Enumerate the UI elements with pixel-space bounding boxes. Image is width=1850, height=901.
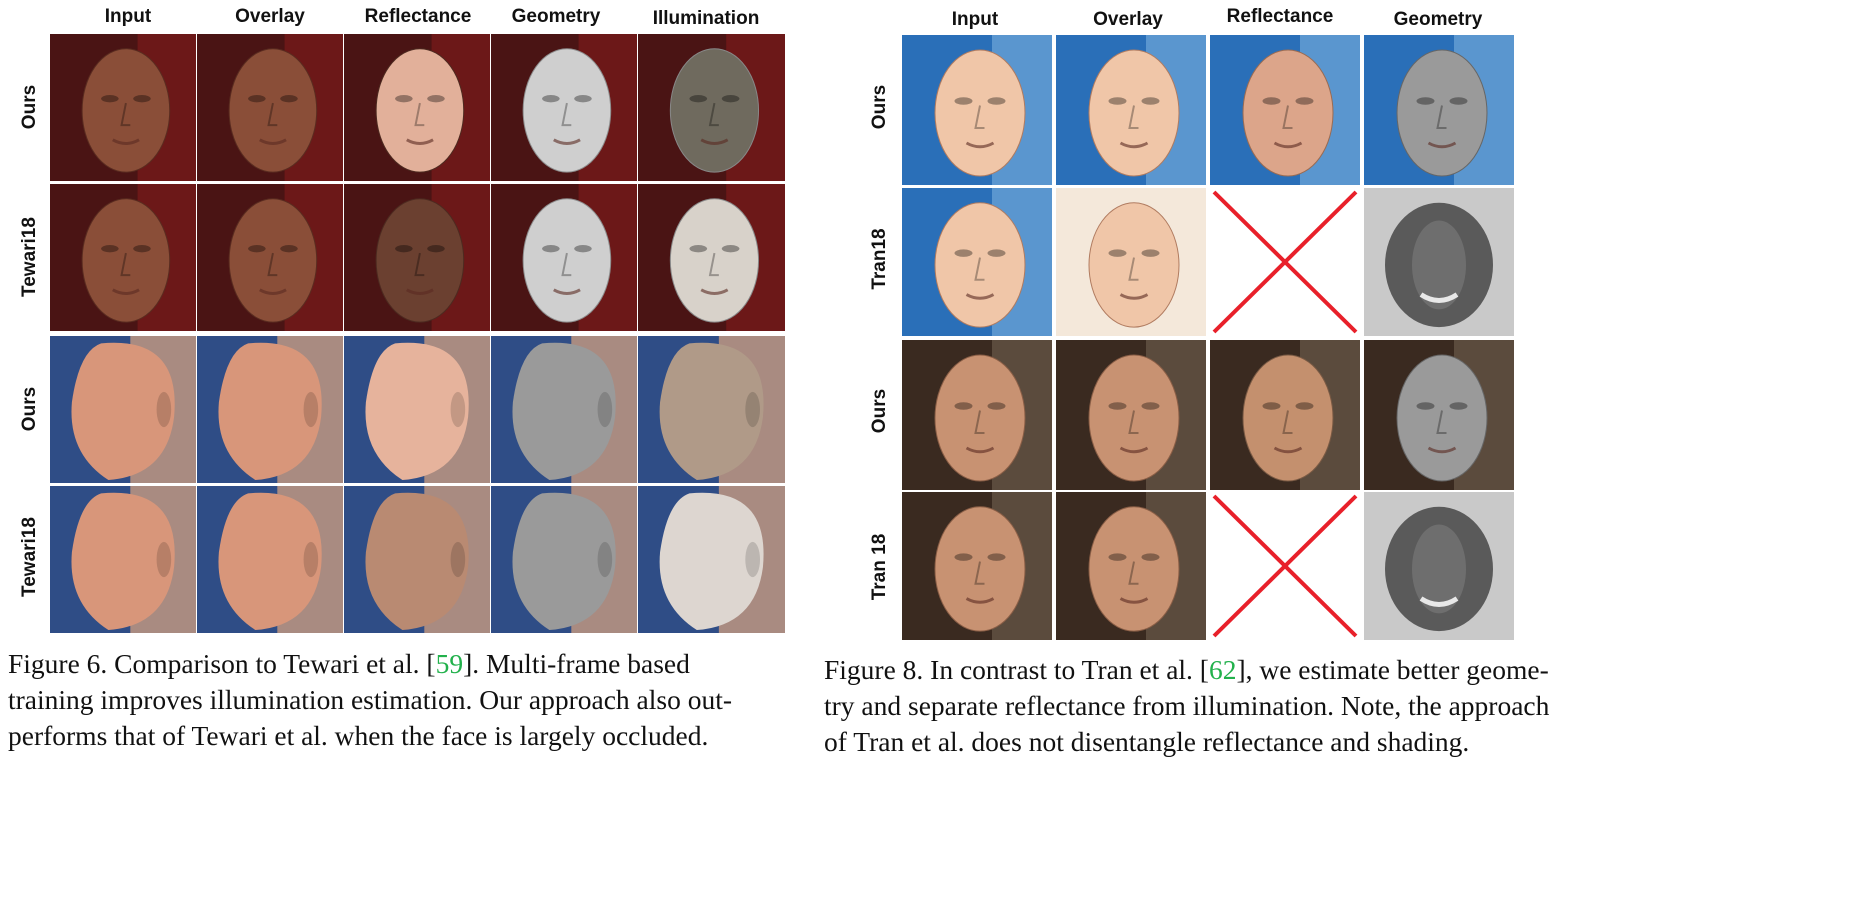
fig6-col-geometry: Geometry — [511, 6, 601, 27]
fig6-col-reflectance: Reflectance — [364, 6, 472, 27]
fig6-caption-line-2: training improves illumination estimatio… — [8, 684, 733, 715]
fig8-image-r1-c4 — [1364, 35, 1514, 185]
fig6-row-ours-2: Ours — [19, 386, 40, 432]
fig8-image-r4-c3 — [1210, 492, 1360, 640]
fig6-image-r4-c2 — [197, 486, 343, 633]
fig6-image-r4-c1 — [50, 486, 196, 633]
fig8-caption-line-1: Figure 8. In contrast to Tran et al. [62… — [824, 652, 1850, 688]
fig6-image-r2-c4 — [491, 184, 637, 331]
fig6-image-r1-c4 — [491, 34, 637, 181]
fig8-image-r2-c1 — [902, 188, 1052, 336]
fig8-caption-line1-rest: ], we estimate better geome- — [1236, 654, 1549, 685]
fig8-image-r2-c3 — [1210, 188, 1360, 336]
fig6-row-tewari18-2: Tewari18 — [19, 517, 40, 597]
fig6-image-r1-c5 — [638, 34, 785, 181]
fig6-caption-prefix: Figure 6. Comparison to Tewari et al. [ — [8, 648, 436, 679]
fig6-citation-link[interactable]: 59 — [435, 648, 464, 679]
fig8-image-r4-c1 — [902, 492, 1052, 640]
fig8-citation-link[interactable]: 62 — [1208, 654, 1237, 685]
fig8-image-r2-c2 — [1056, 188, 1206, 336]
fig8-col-overlay: Overlay — [1093, 9, 1163, 30]
fig6-image-r1-c3 — [344, 34, 490, 181]
fig8-image-r3-c2 — [1056, 340, 1206, 490]
fig8-image-r1-c1 — [902, 35, 1052, 185]
fig8-image-r3-c3 — [1210, 340, 1360, 490]
fig8-image-r3-c1 — [902, 340, 1052, 490]
fig6-image-r3-c1 — [50, 336, 196, 483]
fig6-image-r1-c2 — [197, 34, 343, 181]
fig6-image-r1-c1 — [50, 34, 196, 181]
fig8-image-r4-c2 — [1056, 492, 1206, 640]
fig6-image-r3-c5 — [638, 336, 785, 483]
fig6-image-r2-c3 — [344, 184, 490, 331]
fig6-caption: Figure 6. Comparison to Tewari et al. [5… — [8, 646, 798, 754]
fig8-row-tran-18: Tran 18 — [869, 533, 890, 601]
fig8-row-tran18: Tran18 — [869, 228, 890, 290]
fig6-image-r4-c4 — [491, 486, 637, 633]
fig8-row-ours-1: Ours — [869, 84, 890, 130]
fig6-image-r3-c3 — [344, 336, 490, 483]
fig6-image-r2-c2 — [197, 184, 343, 331]
fig8-col-input: Input — [951, 9, 999, 30]
fig6-image-r2-c1 — [50, 184, 196, 331]
fig6-col-illumination: Illumination — [652, 8, 760, 29]
fig6-row-ours-1: Ours — [19, 84, 40, 130]
fig8-row-ours-2: Ours — [869, 388, 890, 434]
fig8-caption-line-2: try and separate reflectance from illumi… — [824, 690, 1550, 721]
fig6-col-input: Input — [104, 6, 152, 27]
fig6-caption-line-3: performs that of Tewari et al. when the … — [8, 720, 709, 751]
fig8-col-geometry: Geometry — [1393, 9, 1483, 30]
fig6-image-r3-c4 — [491, 336, 637, 483]
fig6-caption-line-1: Figure 6. Comparison to Tewari et al. [5… — [8, 646, 798, 682]
fig8-caption-prefix: Figure 8. In contrast to Tran et al. [ — [824, 654, 1209, 685]
fig6-col-overlay: Overlay — [235, 6, 305, 27]
fig6-image-r3-c2 — [197, 336, 343, 483]
fig6-row-tewari18-1: Tewari18 — [19, 217, 40, 297]
fig8-col-reflectance: Reflectance — [1226, 6, 1334, 27]
fig6-image-r2-c5 — [638, 184, 785, 331]
fig8-image-r1-c3 — [1210, 35, 1360, 185]
fig8-image-r4-c4 — [1364, 492, 1514, 640]
fig8-image-r3-c4 — [1364, 340, 1514, 490]
fig6-image-r4-c3 — [344, 486, 490, 633]
fig8-caption-line-3: of Tran et al. does not disentangle refl… — [824, 726, 1470, 757]
fig6-image-r4-c5 — [638, 486, 785, 633]
fig8-image-r2-c4 — [1364, 188, 1514, 336]
fig6-caption-line1-rest: ]. Multi-frame based — [463, 648, 690, 679]
fig8-caption: Figure 8. In contrast to Tran et al. [62… — [824, 652, 1850, 760]
fig8-image-r1-c2 — [1056, 35, 1206, 185]
